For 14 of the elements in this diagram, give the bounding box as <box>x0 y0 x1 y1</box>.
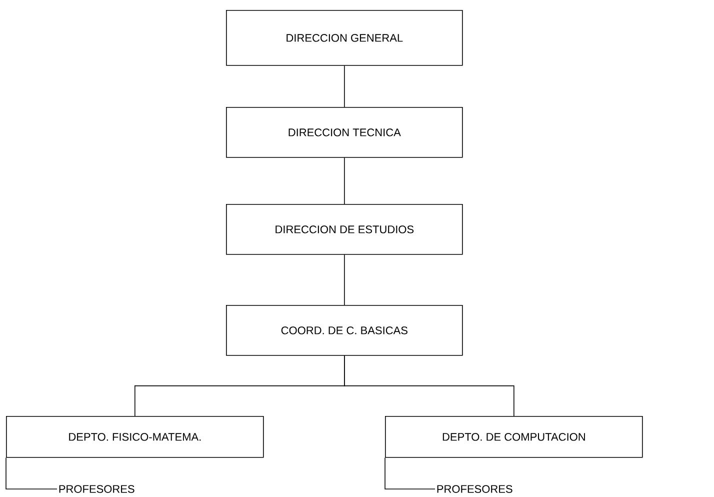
connector-line <box>344 355 514 416</box>
connector-line <box>344 65 345 108</box>
staff-label: PROFESORES <box>437 485 512 493</box>
org-box: DEPTO. FISICO-MATEMA. <box>6 416 264 458</box>
leader-line <box>384 457 436 490</box>
leader-line <box>6 457 58 490</box>
staff-label: PROFESORES <box>59 485 134 493</box>
org-box: DEPTO. DE COMPUTACION <box>385 416 643 458</box>
org-box: DIRECCION GENERAL <box>226 10 463 66</box>
org-box: COORD. DE C. BASICAS <box>226 305 463 356</box>
connector-line <box>344 157 345 204</box>
org-box: DIRECCION DE ESTUDIOS <box>226 204 463 255</box>
connector-line <box>344 254 345 306</box>
org-box: DIRECCION TECNICA <box>226 107 463 158</box>
